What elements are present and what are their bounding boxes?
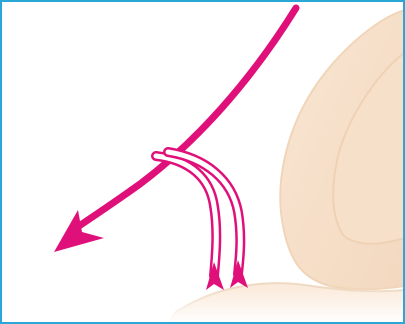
bottom-fade	[0, 288, 405, 324]
